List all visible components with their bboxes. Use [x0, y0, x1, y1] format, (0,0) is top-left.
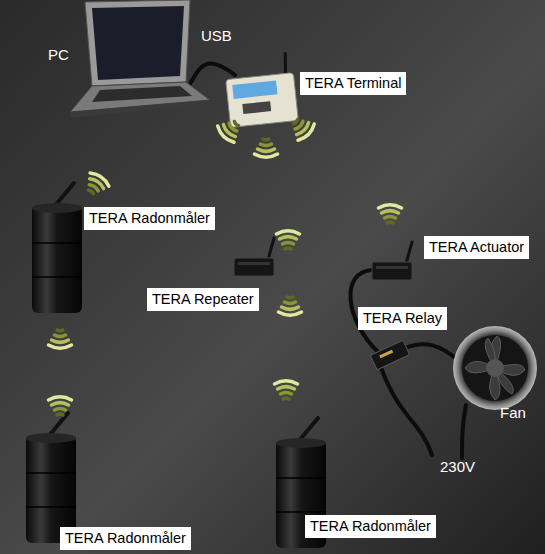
device-label-box: TERA Repeater — [147, 288, 259, 311]
device-name: TERA Radonmåler — [65, 529, 186, 547]
device-label-box: TERA Radonmåler — [84, 207, 215, 230]
device-name: TERA Repeater — [152, 290, 254, 308]
part-label: PC — [48, 46, 69, 64]
device-label-box: TERA Radonmåler — [60, 527, 191, 550]
device-label-box: TERA Terminal — [300, 72, 406, 95]
device-name: TERA Radonmåler — [89, 209, 210, 227]
device-name: TERA Terminal — [305, 74, 401, 92]
part-label: Fan — [500, 404, 526, 422]
wireless-signal — [49, 113, 402, 415]
actuator-device — [372, 242, 412, 280]
device-name: TERA Relay — [363, 309, 442, 327]
device-label-box: TERA Actuator — [424, 236, 529, 259]
relay-device — [370, 340, 409, 370]
part-label: 230V — [440, 458, 475, 476]
device-name: TERA Actuator — [429, 238, 524, 256]
device-label-box: TERA Radonmåler — [305, 515, 436, 538]
device-name: TERA Radonmåler — [310, 517, 431, 535]
cables — [170, 63, 466, 458]
device-label-box: TERA Relay — [358, 307, 447, 330]
radon-sensor — [26, 413, 76, 543]
terminal-device — [223, 52, 298, 128]
fan-symbol — [453, 326, 537, 410]
radon-sensor — [32, 183, 82, 313]
repeater-device — [234, 238, 274, 276]
laptop — [70, 0, 210, 118]
part-label: USB — [201, 27, 232, 45]
